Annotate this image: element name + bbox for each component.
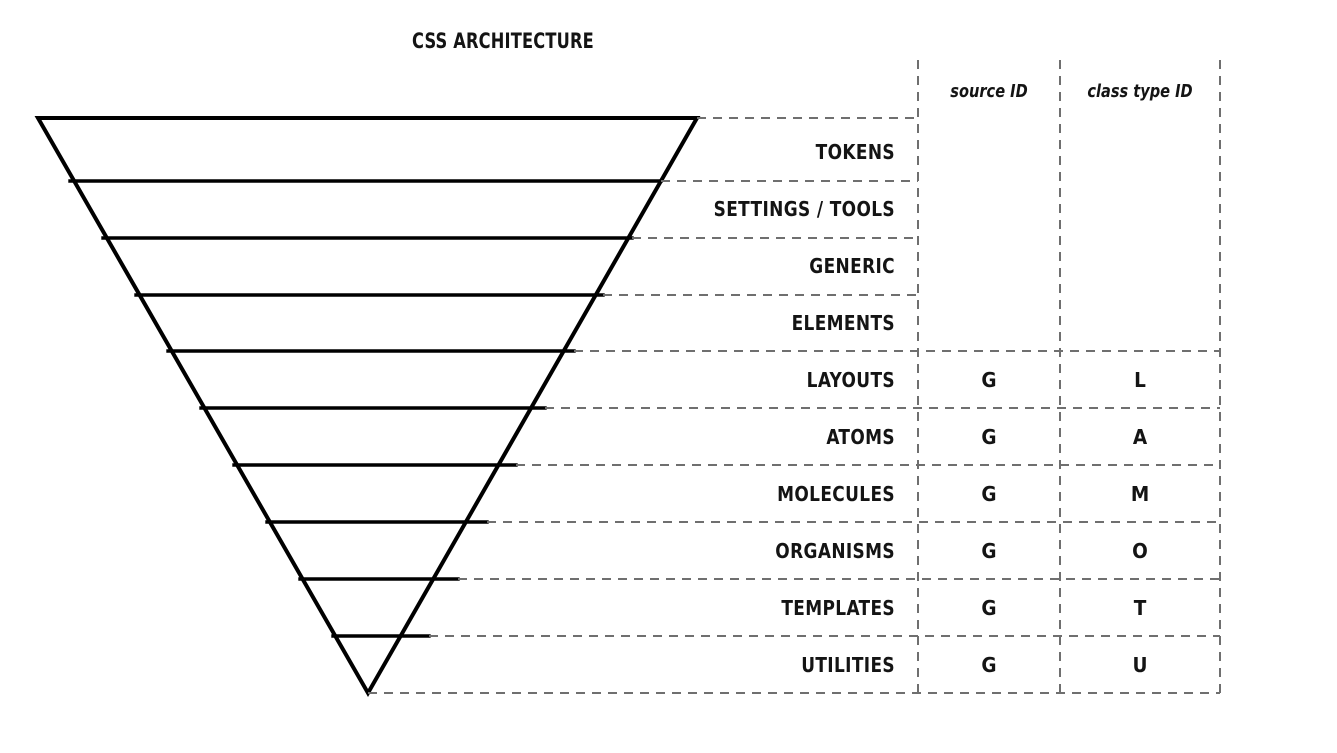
row-label-elements: ELEMENTS <box>791 311 895 335</box>
row-label-tokens: TOKENS <box>815 140 895 164</box>
row-label-atoms: ATOMS <box>826 425 895 449</box>
cell-class-type-id-organisms: O <box>1132 539 1148 563</box>
cell-source-id-layouts: G <box>981 368 997 392</box>
cell-class-type-id-molecules: M <box>1130 482 1150 506</box>
row-label-molecules: MOLECULES <box>777 482 895 506</box>
column-header-source-id: source ID <box>950 81 1028 102</box>
row-label-templates: TEMPLATES <box>781 596 895 620</box>
row-label-utilities: UTILITIES <box>801 653 895 677</box>
row-label-layouts: LAYOUTS <box>806 368 895 392</box>
row-label-generic: GENERIC <box>809 254 895 278</box>
cell-class-type-id-utilities: U <box>1132 653 1148 677</box>
row-label-settings-tools: SETTINGS / TOOLS <box>713 197 895 221</box>
cell-class-type-id-layouts: L <box>1134 368 1146 392</box>
cell-source-id-templates: G <box>981 596 997 620</box>
cell-source-id-utilities: G <box>981 653 997 677</box>
cell-class-type-id-templates: T <box>1133 596 1147 620</box>
cell-source-id-molecules: G <box>981 482 997 506</box>
row-label-organisms: ORGANISMS <box>775 539 895 563</box>
page-title: CSS ARCHITECTURE <box>412 29 594 53</box>
cell-class-type-id-atoms: A <box>1132 425 1148 449</box>
cell-source-id-organisms: G <box>981 539 997 563</box>
cell-source-id-atoms: G <box>981 425 997 449</box>
column-header-class-type-id: class type ID <box>1087 81 1193 102</box>
